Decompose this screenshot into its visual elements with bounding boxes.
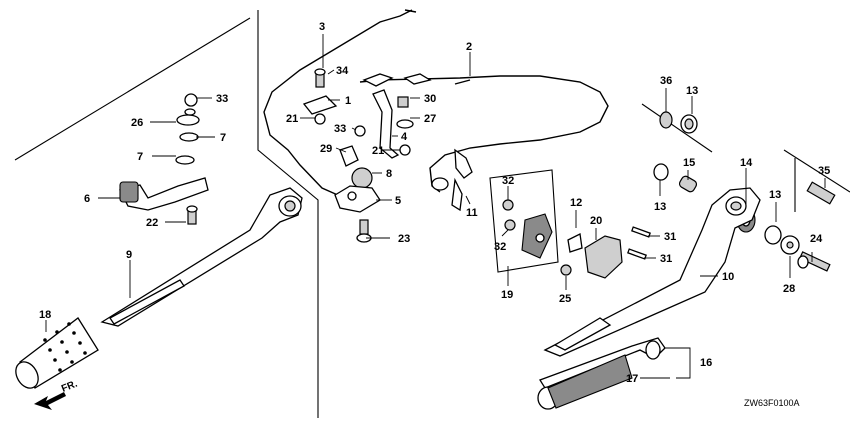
callout-28: 28 [783, 283, 795, 295]
front-direction-label: FR. [60, 378, 79, 394]
separator-lines [14, 10, 850, 418]
callout-32-lower: 32 [494, 241, 506, 253]
group-19-box [489, 169, 559, 273]
callout-9: 9 [126, 249, 132, 261]
callout-33-left: 33 [216, 93, 228, 105]
callout-13-top: 13 [686, 85, 698, 97]
callout-1: 1 [345, 95, 351, 107]
callout-21-left: 21 [286, 113, 298, 125]
callout-10: 10 [722, 271, 734, 283]
callout-4: 4 [401, 131, 408, 143]
clamp-parts-12-20-25-31 [560, 226, 651, 279]
callout-2: 2 [466, 41, 472, 53]
cable-3 [263, 9, 417, 197]
callout-35: 35 [818, 165, 830, 177]
grip-16-17 [537, 337, 666, 410]
lever-10 [543, 187, 761, 357]
callout-31-lower: 31 [660, 253, 672, 265]
callout-36: 36 [660, 75, 672, 87]
callout-34: 34 [336, 65, 349, 77]
callout-33-center: 33 [334, 123, 346, 135]
callout-11: 11 [466, 207, 478, 219]
lever-9 [100, 187, 303, 327]
callout-25: 25 [559, 293, 571, 305]
callout-19: 19 [501, 289, 513, 301]
callout-20: 20 [590, 215, 602, 227]
callout-5: 5 [395, 195, 401, 207]
callout-12: 12 [570, 197, 582, 209]
callout-7-lower: 7 [137, 151, 143, 163]
diagram-code: ZW63F0100A [744, 398, 800, 408]
callout-18: 18 [39, 309, 51, 321]
callout-22: 22 [146, 217, 158, 229]
callout-14: 14 [740, 157, 753, 169]
leader-lines [45, 34, 826, 379]
callout-13-right: 13 [769, 189, 781, 201]
center-mechanism-parts [302, 68, 473, 243]
cable-2 [359, 75, 609, 193]
callout-26: 26 [131, 117, 143, 129]
callout-16: 16 [700, 357, 712, 369]
callout-8: 8 [386, 168, 392, 180]
callout-31-upper: 31 [664, 231, 676, 243]
callout-32-upper: 32 [502, 175, 514, 187]
callout-24: 24 [810, 233, 823, 245]
callout-21-right: 21 [372, 145, 384, 157]
callout-labels: 1 2 3 4 5 6 7 7 8 9 10 11 12 13 13 13 14… [39, 21, 830, 385]
callout-17: 17 [626, 373, 638, 385]
callout-23: 23 [398, 233, 410, 245]
callout-7-upper: 7 [220, 132, 226, 144]
callout-30: 30 [424, 93, 436, 105]
callout-15: 15 [683, 157, 695, 169]
callout-27: 27 [424, 113, 436, 125]
bracket-6-and-hardware [119, 93, 209, 225]
callout-3: 3 [319, 21, 325, 33]
callout-29: 29 [320, 143, 332, 155]
callout-13-left: 13 [654, 201, 666, 213]
upper-right-parts [653, 111, 836, 272]
callout-6: 6 [84, 193, 90, 205]
grip-18 [15, 317, 99, 389]
